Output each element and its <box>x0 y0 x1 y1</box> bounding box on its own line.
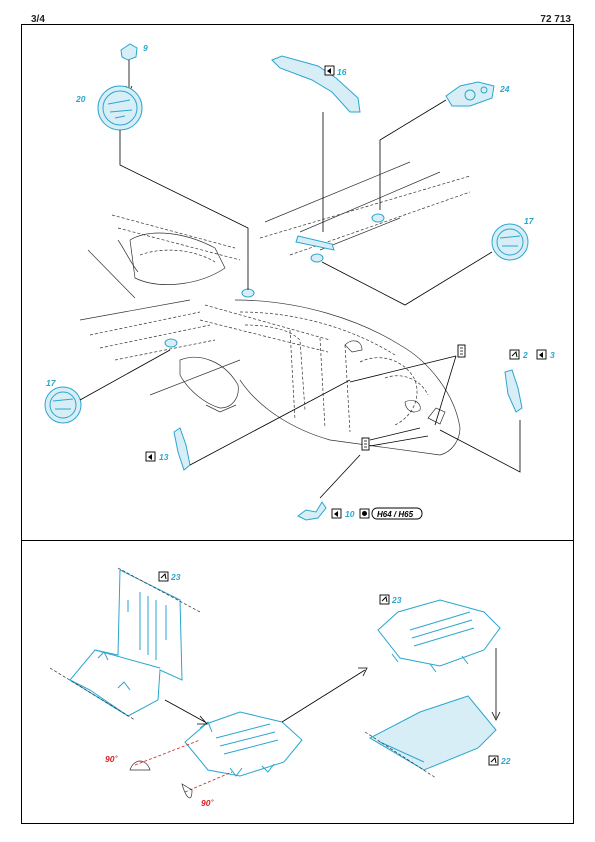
label-part-2: 2 <box>522 350 528 360</box>
part-16 <box>271 55 361 113</box>
label-part-17-left: 17 <box>46 378 57 388</box>
multi-part-marker <box>361 344 466 451</box>
bend-icon <box>145 451 156 462</box>
label-part-10: 10 <box>345 509 355 519</box>
part-2-3 <box>504 369 523 413</box>
bend-icon <box>536 349 547 360</box>
angle-line <box>184 771 233 793</box>
part-24 <box>445 81 495 107</box>
h64-code-box <box>371 507 423 520</box>
fold-icon <box>509 349 520 360</box>
angle-label-1: 90˚ <box>105 754 118 764</box>
angle-guide <box>181 783 193 799</box>
page-number: 3/4 <box>31 14 45 25</box>
part-22-sheet <box>364 695 497 779</box>
label-part-22: 22 <box>500 756 511 766</box>
part-17-right <box>491 223 529 261</box>
label-part-23-upright: 23 <box>170 572 181 582</box>
part-17-left <box>44 386 82 424</box>
label-h64-h65: H64 / H65 <box>377 510 414 519</box>
fold-line <box>117 567 201 613</box>
label-part-24: 24 <box>499 84 510 94</box>
color-icon <box>359 508 370 519</box>
part-13 <box>173 427 191 471</box>
floor-assembly-panel <box>21 540 574 824</box>
leader-lines-bottom <box>164 648 501 725</box>
part-20 <box>97 85 143 131</box>
angle-label-2: 90˚ <box>201 798 214 808</box>
fold-icon <box>158 571 169 582</box>
label-part-3: 3 <box>550 350 555 360</box>
label-part-9: 9 <box>143 43 148 53</box>
fold-line <box>49 667 136 721</box>
part-23-floor-middle <box>184 711 303 777</box>
label-part-13: 13 <box>159 452 169 462</box>
placement-spots <box>164 213 385 348</box>
label-part-20: 20 <box>75 94 86 104</box>
part-9 <box>120 43 138 93</box>
fold-icon <box>379 594 390 605</box>
part-10 <box>297 501 327 521</box>
part-23-floor-right <box>377 599 501 673</box>
angle-guide <box>129 760 151 771</box>
angle-line <box>134 739 201 766</box>
kit-code: 72 713 <box>540 14 571 25</box>
label-part-23-right: 23 <box>391 595 402 605</box>
part-23-upright <box>69 569 183 717</box>
label-part-17-right: 17 <box>524 216 535 226</box>
label-part-16: 16 <box>337 67 347 77</box>
fold-icon <box>488 755 499 766</box>
bend-icon <box>324 65 335 76</box>
aircraft-drawing <box>79 161 471 456</box>
leader-lines-top <box>79 99 521 499</box>
bend-icon <box>331 508 342 519</box>
